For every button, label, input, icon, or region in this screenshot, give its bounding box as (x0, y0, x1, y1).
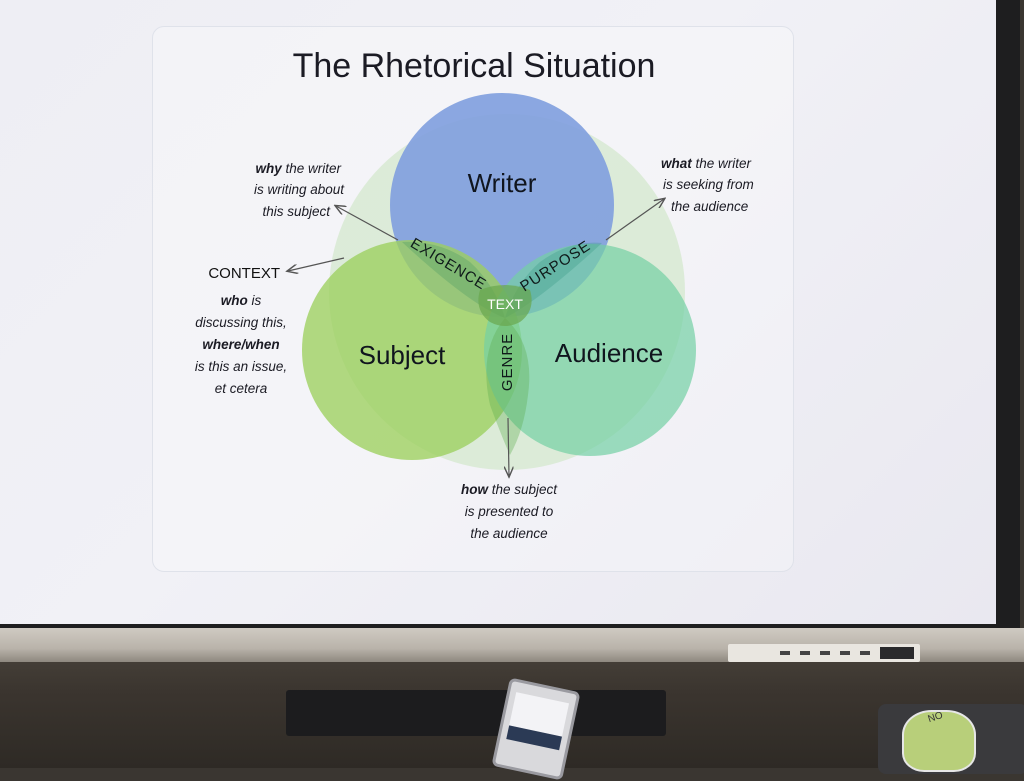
context-note-line5: et cetera (215, 381, 268, 396)
what-note-line3: the audience (671, 199, 748, 214)
text-label: TEXT (487, 296, 523, 312)
what-note-line1: what the writer (661, 156, 752, 171)
what-arrow (605, 199, 664, 241)
how-note-line2: is presented to (465, 504, 554, 519)
audience-label: Audience (555, 338, 663, 368)
genre-region (486, 318, 530, 455)
dock-device (286, 690, 666, 736)
how-note-line3: the audience (470, 526, 547, 541)
subject-circle (302, 240, 522, 460)
what-note-line2: is seeking from (663, 177, 754, 192)
text-center-region (478, 285, 532, 326)
context-heading: CONTEXT (208, 265, 280, 282)
port (840, 651, 850, 655)
why-arrow (336, 206, 399, 241)
projected-slide: The Rhetorical Situation Writer Subject … (0, 0, 996, 624)
how-note-line1: how the subject (461, 482, 558, 497)
context-note-line2: discussing this, (195, 315, 287, 330)
port (860, 651, 870, 655)
context-note-line4: is this an issue, (195, 359, 287, 374)
rhetorical-diagram: The Rhetorical Situation Writer Subject … (195, 47, 754, 541)
why-note-line3: this subject (262, 204, 331, 219)
subject-label: Subject (359, 340, 446, 370)
cable-plug (880, 647, 914, 659)
genre-label: GENRE (499, 333, 516, 391)
audience-circle (484, 244, 696, 456)
why-note-line1: why the writer (255, 161, 341, 176)
how-arrow (508, 417, 509, 476)
port (820, 651, 830, 655)
context-arrow (288, 257, 345, 271)
context-note-line3: where/when (202, 337, 279, 352)
port (800, 651, 810, 655)
writer-label: Writer (468, 168, 537, 198)
why-note-line2: is writing about (254, 182, 345, 197)
context-note-line1: who is (221, 293, 262, 308)
port (780, 651, 790, 655)
slide-title: The Rhetorical Situation (293, 47, 656, 85)
monitor-ports (728, 644, 920, 662)
